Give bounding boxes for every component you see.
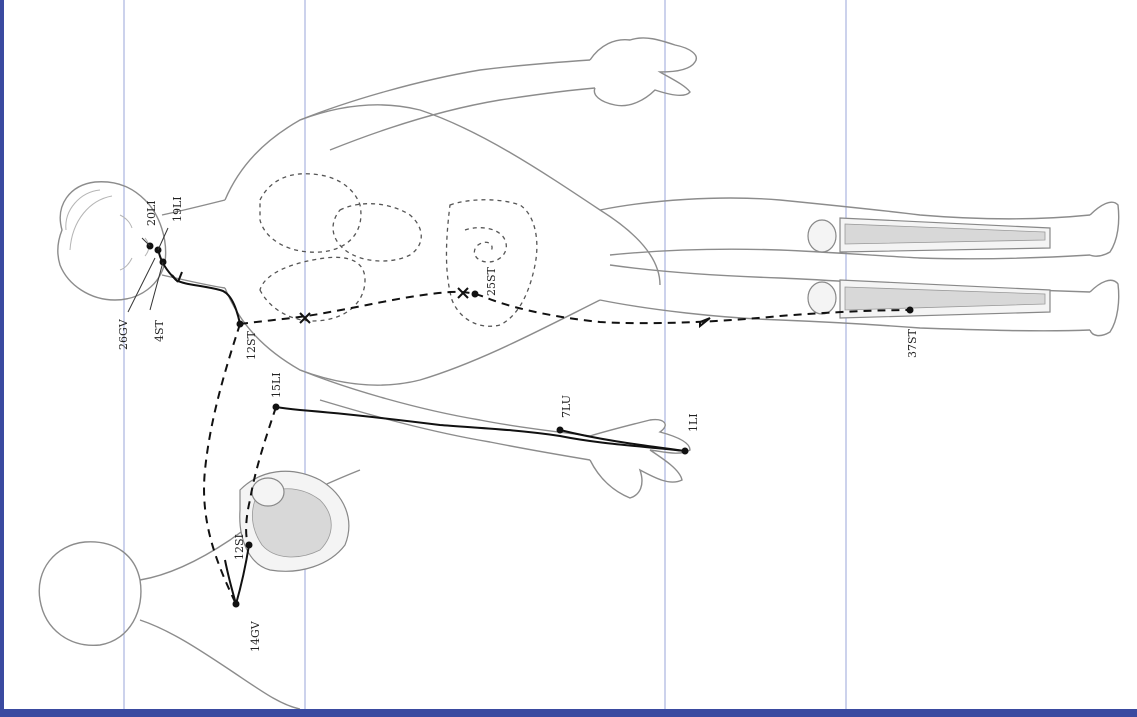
point-14GV bbox=[233, 601, 240, 608]
frame-bottom-border bbox=[0, 709, 1137, 717]
main-body-figure bbox=[58, 38, 1119, 498]
upper-arm-top bbox=[300, 60, 595, 150]
point-25ST bbox=[472, 291, 479, 298]
hand-top bbox=[590, 38, 696, 106]
neck-shoulder-dash-a bbox=[204, 324, 240, 604]
point-12SI bbox=[246, 542, 253, 549]
hand-bottom bbox=[590, 420, 690, 498]
lung-lower bbox=[260, 257, 365, 321]
arm-meridian bbox=[276, 407, 685, 451]
point-12ST bbox=[237, 321, 244, 328]
point-15LI bbox=[273, 404, 280, 411]
leg-arrow bbox=[700, 318, 710, 326]
torso-outline bbox=[225, 105, 660, 385]
small-intestine bbox=[465, 228, 506, 262]
point-7LU bbox=[557, 427, 564, 434]
point-37ST bbox=[907, 307, 914, 314]
label-1LI: 1LI bbox=[687, 413, 700, 432]
point-1LI bbox=[682, 448, 689, 455]
label-20LI: 20LI bbox=[145, 200, 158, 226]
head-outline bbox=[58, 182, 166, 300]
label-12SI: 12SI bbox=[233, 534, 246, 560]
label-15LI: 15LI bbox=[270, 372, 283, 398]
lower-arm bbox=[300, 370, 590, 460]
point-labels: 20LI 19LI 26GV 4ST 12ST 25ST 37ST 15LI 7… bbox=[117, 196, 919, 652]
hair-outline bbox=[66, 190, 112, 250]
label-12ST: 12ST bbox=[245, 330, 258, 360]
label-26GV: 26GV bbox=[117, 318, 130, 350]
patella-bottom bbox=[808, 282, 836, 314]
foot-top bbox=[1090, 202, 1119, 256]
lung-upper bbox=[260, 174, 361, 252]
shoulder-figure bbox=[39, 470, 360, 709]
patella-top bbox=[808, 220, 836, 252]
label-19LI: 19LI bbox=[171, 196, 184, 222]
label-37ST: 37ST bbox=[906, 328, 919, 358]
label-7LU: 7LU bbox=[560, 395, 573, 418]
lower-head-outline bbox=[39, 542, 141, 646]
label-25ST: 25ST bbox=[485, 266, 498, 296]
organ-outlines bbox=[260, 174, 537, 327]
label-4ST: 4ST bbox=[153, 319, 166, 342]
grid-lines bbox=[124, 0, 846, 709]
label-14GV: 14GV bbox=[249, 620, 262, 652]
large-intestine bbox=[446, 200, 536, 327]
nose-arrow bbox=[172, 272, 182, 282]
stomach bbox=[333, 204, 421, 261]
humerus-head bbox=[252, 478, 284, 506]
foot-bottom bbox=[1090, 280, 1119, 335]
face-meridian bbox=[158, 248, 240, 324]
